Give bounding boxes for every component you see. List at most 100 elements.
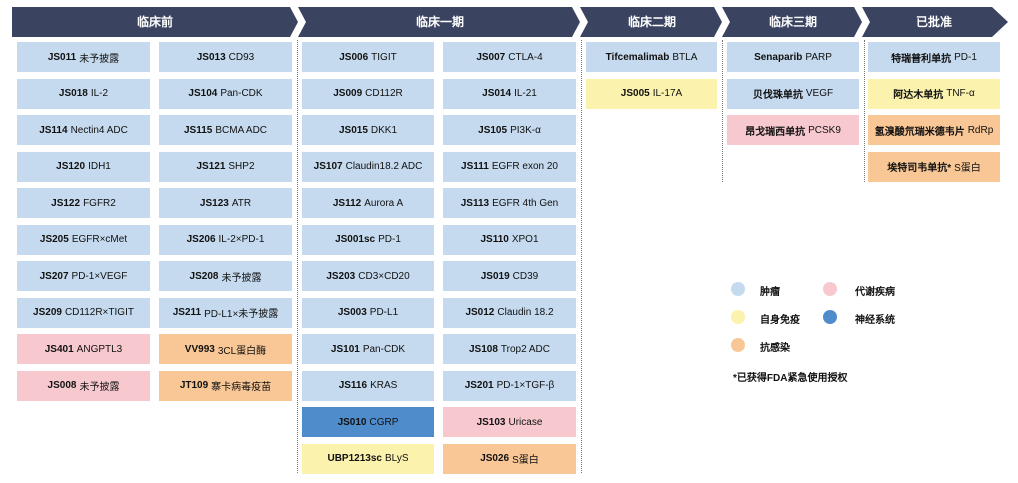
drug-target: CD3×CD20 (358, 270, 410, 282)
drug-code: UBP1213sc (327, 453, 382, 464)
drug-code: JS114 (39, 124, 68, 136)
drug-code: Tifcemalimab (605, 51, 670, 63)
drug-target: TNF-α (946, 88, 975, 99)
drug-code: JS116 (338, 380, 368, 391)
drug-target: CTLA-4 (508, 51, 543, 63)
drug-code: JS121 (196, 161, 226, 172)
drug-code: JS112 (332, 197, 362, 209)
drug-code: JS205 (39, 234, 69, 245)
drug-code: JS007 (476, 51, 506, 63)
drug-code: JS103 (476, 416, 506, 428)
drug-target: FGFR2 (83, 197, 116, 209)
drug-code: VV993 (184, 343, 215, 355)
drug-target: SHP2 (228, 161, 255, 172)
legend-dot-anti-infective (731, 338, 745, 352)
drug-target: KRAS (370, 380, 398, 391)
legend-dot-metabolic (823, 282, 837, 296)
drug-code: JS012 (465, 307, 495, 318)
drug-code: JS003 (337, 307, 367, 318)
drug-target: DKK1 (370, 124, 398, 136)
drug-target: Trop2 ADC (500, 343, 550, 355)
drug-target: IL-17A (652, 88, 683, 99)
stage-header-bar: 临床前 临床一期 临床二期 临床三期 已批准 (12, 7, 1008, 37)
drug-code: JS101 (330, 343, 360, 355)
drug-target: IL-2×PD-1 (218, 234, 265, 245)
drug-code: JS115 (183, 124, 213, 136)
footnote: *已获得FDA紧急使用授权 (733, 373, 848, 384)
drug-target: IL-2 (90, 88, 109, 99)
drug-code: JT109 (179, 380, 209, 391)
stage-header-arrows (12, 7, 1008, 37)
stage-divider (581, 40, 582, 473)
drug-target: PD-L1×未予披露 (204, 309, 279, 320)
drug-code: JS107 (313, 161, 343, 172)
drug-target: CGRP (369, 416, 399, 428)
drug-code: JS015 (338, 124, 368, 136)
drug-code: JS014 (482, 88, 512, 99)
drug-target: PD-1 (378, 234, 401, 245)
drug-target: TIGIT (371, 51, 397, 63)
legend-label-autoimmune: 自身免疫 (760, 315, 800, 326)
drug-target: 未予披露 (79, 382, 120, 393)
drug-code: JS006 (339, 51, 369, 63)
drug-target: Aurora A (364, 197, 404, 209)
drug-target: PD-1×VEGF (71, 270, 128, 282)
drug-target: IL-21 (514, 88, 537, 99)
drug-target: 未予披露 (221, 272, 262, 284)
drug-target: Claudin18.2 ADC (345, 161, 423, 172)
drug-target: RdRp (967, 124, 994, 136)
drug-code: JS206 (186, 234, 216, 245)
drug-target: ATR (231, 197, 252, 209)
drug-target: Uricase (508, 416, 543, 428)
drug-code: JS005 (620, 88, 650, 99)
stage-preclinical: 临床前 (136, 15, 173, 29)
drug-target: PCSK9 (808, 124, 841, 136)
drug-code: JS013 (196, 51, 226, 63)
legend-label-anti-infective: 抗感染 (760, 343, 790, 354)
drug-target: CD112R (365, 88, 403, 99)
legend-label-neurology: 神经系统 (855, 315, 895, 326)
drug-code: JS104 (188, 88, 218, 99)
drug-code: 埃特司韦单抗* (887, 163, 952, 174)
drug-code: JS105 (478, 124, 508, 136)
drug-target: Claudin 18.2 (497, 307, 554, 318)
stage-phase1: 临床一期 (415, 15, 464, 29)
stage-divider (722, 40, 723, 182)
stage-divider (864, 40, 865, 182)
drug-code: JS401 (44, 343, 74, 355)
drug-code: JS001sc (335, 234, 376, 245)
drug-target: BLyS (384, 453, 409, 464)
drug-code: 阿达木单抗 (893, 90, 944, 101)
drug-code: JS008 (47, 380, 77, 391)
drug-target: EGFR×cMet (71, 234, 128, 245)
drug-target: Nectin4 ADC (70, 124, 128, 136)
drug-target: XPO1 (511, 234, 539, 245)
drug-code: Senaparib (754, 51, 803, 63)
drug-target: 寨卡病毒疫苗 (211, 382, 272, 393)
drug-target: S蛋白 (512, 455, 539, 466)
